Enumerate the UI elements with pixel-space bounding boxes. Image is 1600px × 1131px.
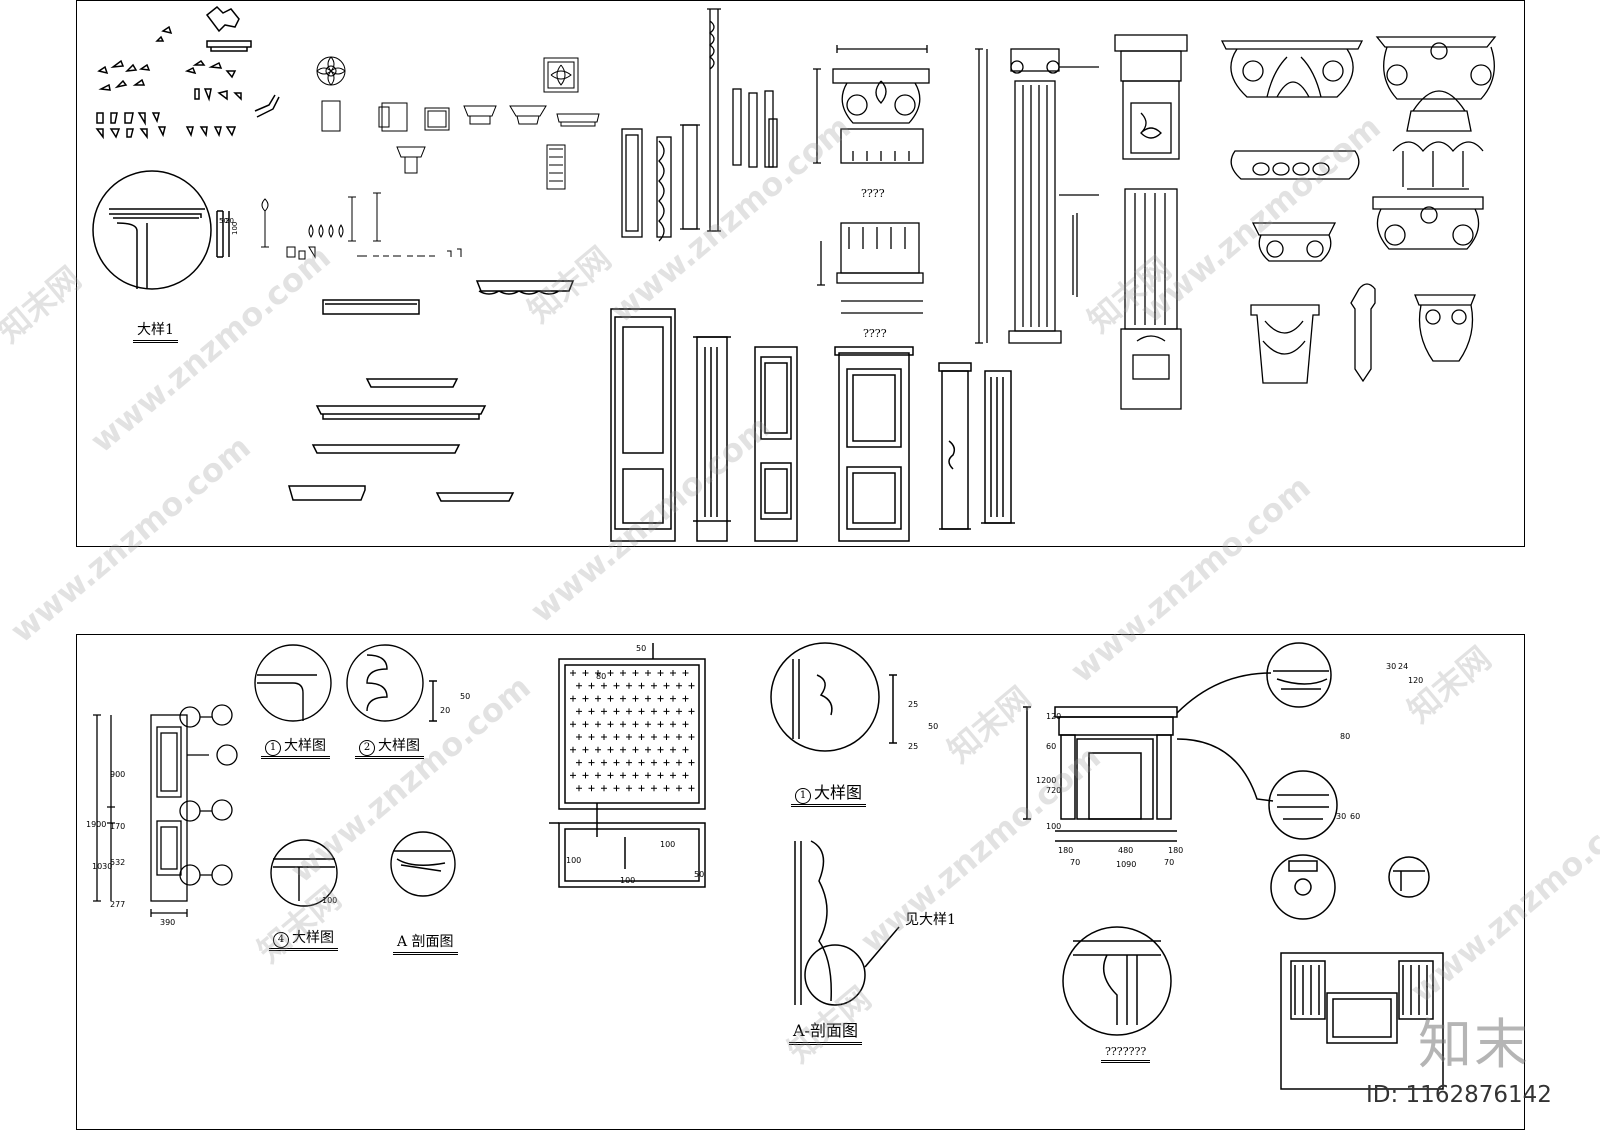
fp-dim-180-b: 180: [1168, 846, 1184, 855]
brand-id: ID: 1162876142: [1366, 1082, 1552, 1108]
ornate-pier: [1114, 34, 1188, 410]
elev-dim-532: 532: [110, 858, 126, 867]
detail-circles-left: [254, 644, 456, 907]
elev-dim-1900: 1900: [86, 820, 107, 829]
fp-dim-1200: 1200: [1036, 776, 1057, 785]
detail-1-label: 大样1: [133, 319, 178, 343]
circle-number-2: 2: [359, 740, 375, 756]
see-detail-1-label: 见大样1: [905, 912, 956, 928]
molding-fragments: [95, 5, 280, 140]
elev-dim-1030: 1030: [92, 862, 113, 871]
fireplace-elevation: [1023, 642, 1444, 1090]
grid-dim-50: 50: [694, 870, 705, 879]
detail-1-circle: [92, 170, 230, 290]
elev-dim-900: 900: [110, 770, 126, 779]
mantel-dim-24: 24: [1398, 662, 1409, 671]
dim-50: 50: [219, 217, 228, 225]
top-drawing-sheet: 50 20 100 大样1 ???? ????: [76, 0, 1525, 547]
mantel-dim-120: 120: [1408, 676, 1424, 685]
small-dim-50: 50: [460, 692, 471, 701]
rosette-square: [543, 57, 579, 93]
elev-dim-170: 170: [110, 822, 126, 831]
left-elevation: [93, 704, 238, 917]
fp-dim-1090: 1090: [1116, 860, 1137, 869]
circle-number-1: 1: [265, 740, 281, 756]
circle-number-4: 4: [273, 932, 289, 948]
grid-dim-80: 80: [596, 672, 607, 681]
elev-dim-277: 277: [110, 900, 126, 909]
fp-dim-480: 480: [1118, 846, 1134, 855]
cornice-moldings: [288, 280, 575, 502]
grid-dim-100-a: 100: [566, 856, 582, 865]
grid-dim-top: 50: [636, 644, 647, 653]
fp-dim-70-a: 70: [1070, 858, 1081, 867]
fp-dim-100: 100: [1046, 822, 1062, 831]
section-a-small-label: A 剖面图: [393, 931, 458, 955]
mantel-dim-30: 30: [1386, 662, 1397, 671]
rosette-small: [316, 56, 346, 86]
columns-set-1: [621, 8, 778, 242]
fp-dim-120: 120: [1046, 712, 1062, 721]
mantel-dim-80: 80: [1340, 732, 1351, 741]
ornament-library-drawing: 50 20 100: [92, 5, 1497, 542]
side-dim-60: 60: [1350, 812, 1361, 821]
brand-logo: 知末: [1418, 1013, 1530, 1076]
section-a-mid-label: A-剖面图: [789, 1017, 862, 1045]
pilasters-row: [610, 308, 1015, 542]
svg-text:100: 100: [231, 222, 239, 235]
mid-dim-25-a: 25: [908, 700, 919, 709]
grid-dim-100-b: 100: [660, 840, 676, 849]
fp-dim-60: 60: [1046, 742, 1057, 751]
question-marks-b: ????: [863, 327, 887, 340]
small-dim-100: 100: [322, 896, 338, 905]
capitals-gallery: [1220, 36, 1497, 384]
fp-dim-720: 720: [1046, 786, 1062, 795]
grid-dim-100-c: 100: [620, 876, 636, 885]
fluted-pilaster-tall: [975, 48, 1099, 344]
fp-dim-70-b: 70: [1164, 858, 1175, 867]
panel-grid: [549, 643, 706, 888]
svg-text:20: 20: [225, 217, 234, 225]
circle-number-1-mid: 1: [795, 788, 811, 804]
panel-grid-crosses: [570, 670, 695, 792]
side-dim-30: 30: [1336, 812, 1347, 821]
mid-dim-50: 50: [928, 722, 939, 731]
small-capitals: [321, 100, 600, 190]
fireplace-detail-drawing: [93, 642, 1444, 1090]
question-marks-label: ???????: [1101, 1045, 1151, 1063]
small-dim-20: 20: [440, 706, 451, 715]
fp-dim-180-a: 180: [1058, 846, 1074, 855]
small-balusters: [261, 192, 462, 260]
elev-dim-390: 390: [160, 918, 176, 927]
mid-dim-25-b: 25: [908, 742, 919, 751]
mid-detail-circle: [770, 642, 900, 1006]
question-marks-a: ????: [861, 187, 885, 200]
capital-elevation: [813, 45, 930, 314]
